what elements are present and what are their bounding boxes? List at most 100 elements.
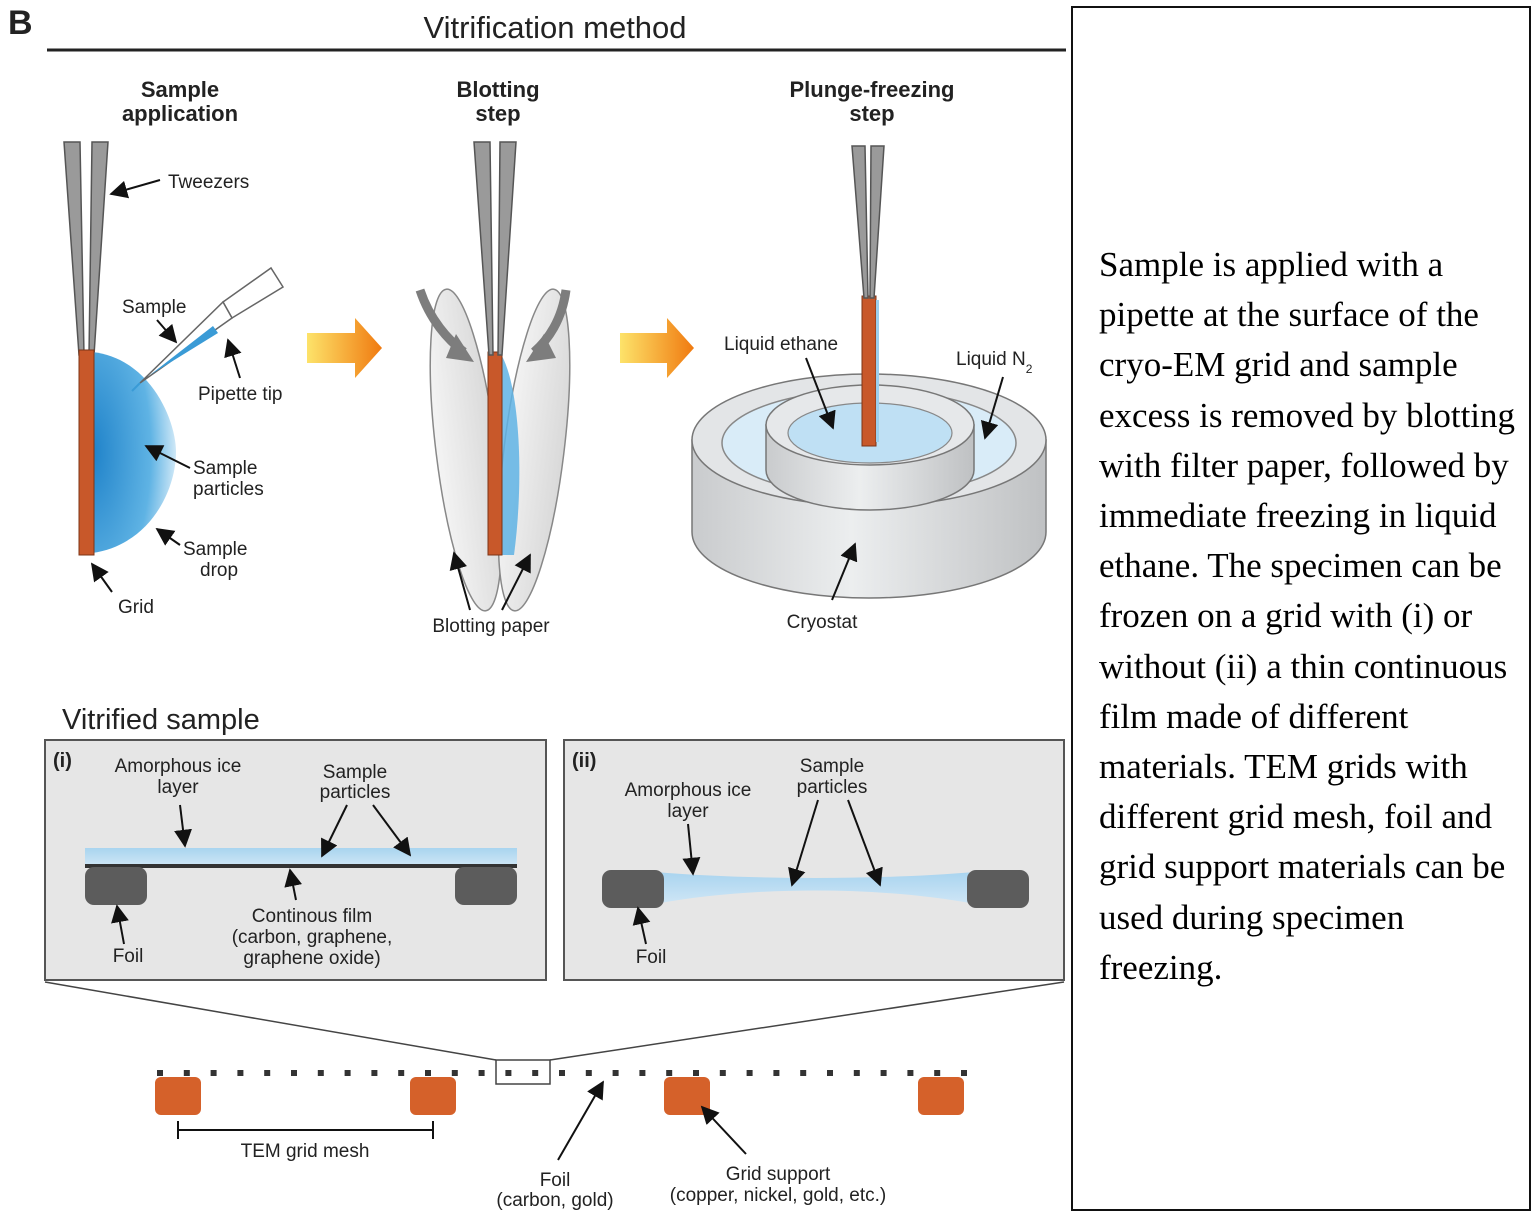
foil-segment xyxy=(773,1070,780,1076)
svg-text:step: step xyxy=(475,101,520,126)
sample-drop xyxy=(92,352,176,553)
step-title-blotting: Blotting step xyxy=(456,77,539,126)
foil-segment xyxy=(398,1070,405,1076)
foil-segment xyxy=(317,1070,324,1076)
label-foil-1: Foil xyxy=(540,1170,571,1191)
foil-segment xyxy=(961,1070,967,1076)
label-blotting-paper: Blotting paper xyxy=(432,616,550,637)
svg-text:Foil: Foil xyxy=(113,946,144,967)
step-title-plunge: Plunge-freezing step xyxy=(789,77,954,126)
label-liquid-ethane: Liquid ethane xyxy=(724,334,838,355)
zoom-line-left xyxy=(44,981,497,1061)
label-grid-support-1: Grid support xyxy=(726,1164,831,1185)
step-title-application: Sample application xyxy=(122,77,238,126)
zoom-box xyxy=(495,1059,551,1085)
plunge-illustration xyxy=(691,145,1047,599)
foil-segment xyxy=(827,1070,833,1076)
label-liquid-n2: Liquid N2 xyxy=(956,349,1033,376)
svg-text:Blotting: Blotting xyxy=(456,77,539,102)
caption-text: Sample is applied with a pipette at the … xyxy=(1099,245,1516,987)
foil-segment xyxy=(451,1070,458,1076)
ice-layer-ii xyxy=(655,872,975,904)
foil-segment xyxy=(505,1070,512,1076)
foil-segment xyxy=(693,1070,699,1076)
label-cryostat: Cryostat xyxy=(787,612,858,633)
svg-text:Sample: Sample xyxy=(800,756,864,777)
svg-text:graphene oxide): graphene oxide) xyxy=(243,948,380,969)
label-foil-2: (carbon, gold) xyxy=(496,1190,613,1211)
foil-segment xyxy=(800,1070,807,1076)
tweezers-right-arm xyxy=(88,141,109,356)
label-grid-support-2: (copper, nickel, gold, etc.) xyxy=(670,1185,887,1206)
grid-support-1 xyxy=(155,1077,201,1115)
label-drop-2: drop xyxy=(200,560,238,581)
svg-text:(ii): (ii) xyxy=(572,750,596,772)
svg-text:layer: layer xyxy=(667,801,709,822)
foil-segment xyxy=(532,1070,539,1076)
grid-support-4 xyxy=(918,1077,964,1115)
foil-segment xyxy=(719,1070,726,1076)
foil-segment xyxy=(478,1070,485,1076)
svg-text:step: step xyxy=(849,101,894,126)
grid-support-3 xyxy=(664,1077,710,1115)
svg-text:Amorphous ice: Amorphous ice xyxy=(625,780,752,801)
tem-grid-section xyxy=(155,1059,967,1161)
foil-segment xyxy=(746,1070,753,1076)
svg-text:(carbon, graphene,: (carbon, graphene, xyxy=(232,927,393,948)
panel-i: (i) Amorphous ice layer Sample particles… xyxy=(44,739,547,981)
svg-text:Plunge-freezing: Plunge-freezing xyxy=(789,77,954,102)
foil-segment xyxy=(425,1070,431,1076)
foil-segment xyxy=(237,1070,244,1076)
label-pipette-tip: Pipette tip xyxy=(198,384,283,405)
foil-segment xyxy=(853,1070,860,1076)
grid-bar xyxy=(78,349,95,556)
panel-ii: (ii) Amorphous ice layer Sample particle… xyxy=(563,739,1065,981)
label-sample: Sample xyxy=(122,297,186,318)
foil-right-ii xyxy=(967,870,1029,908)
svg-text:particles: particles xyxy=(797,777,868,798)
label-tem-grid-mesh: TEM grid mesh xyxy=(241,1141,370,1162)
foil-segment xyxy=(157,1070,163,1076)
label-particles-1: Sample xyxy=(193,458,257,479)
label-drop-1: Sample xyxy=(183,539,247,560)
foil-segment xyxy=(559,1070,565,1076)
svg-text:(i): (i) xyxy=(53,750,72,772)
foil-right-i xyxy=(455,867,517,905)
caption-box: Sample is applied with a pipette at the … xyxy=(1071,6,1531,1211)
svg-text:Foil: Foil xyxy=(636,947,667,968)
foil-segment xyxy=(264,1070,271,1076)
foil-segment xyxy=(639,1070,646,1076)
figure-title: Vitrification method xyxy=(423,10,686,45)
zoom-line-right xyxy=(549,981,1065,1061)
foil-segment xyxy=(371,1070,378,1076)
pipette-tip xyxy=(222,266,285,320)
foil-segment xyxy=(934,1070,941,1076)
svg-text:Continous film: Continous film xyxy=(252,906,372,927)
label-tweezers: Tweezers xyxy=(168,172,249,193)
vitrified-heading: Vitrified sample xyxy=(62,704,260,736)
foil-segment xyxy=(183,1070,190,1076)
label-particles-2: particles xyxy=(193,479,264,500)
svg-text:application: application xyxy=(122,101,238,126)
tweezers-left-arm xyxy=(63,141,85,356)
vitrification-figure: B Vitrification method Sample applicatio… xyxy=(8,4,1066,1211)
foil-left-i xyxy=(85,867,147,905)
foil-segment xyxy=(666,1070,673,1076)
blotting-illustration xyxy=(415,141,571,612)
foil-segment xyxy=(585,1070,592,1076)
svg-text:particles: particles xyxy=(320,782,391,803)
foil-segment xyxy=(880,1070,887,1076)
svg-text:Sample: Sample xyxy=(141,77,219,102)
ice-layer-i xyxy=(85,848,517,866)
grid-support-2 xyxy=(410,1077,456,1115)
foil-segment xyxy=(907,1070,914,1076)
foil-segment xyxy=(344,1070,351,1076)
svg-text:Amorphous ice: Amorphous ice xyxy=(115,756,242,777)
panel-letter: B xyxy=(8,4,33,42)
foil-segment xyxy=(291,1070,297,1076)
application-illustration xyxy=(63,141,285,556)
foil-segment xyxy=(612,1070,619,1076)
svg-text:Sample: Sample xyxy=(323,762,387,783)
foil-segment xyxy=(210,1070,217,1076)
step-arrow-2 xyxy=(620,318,694,378)
